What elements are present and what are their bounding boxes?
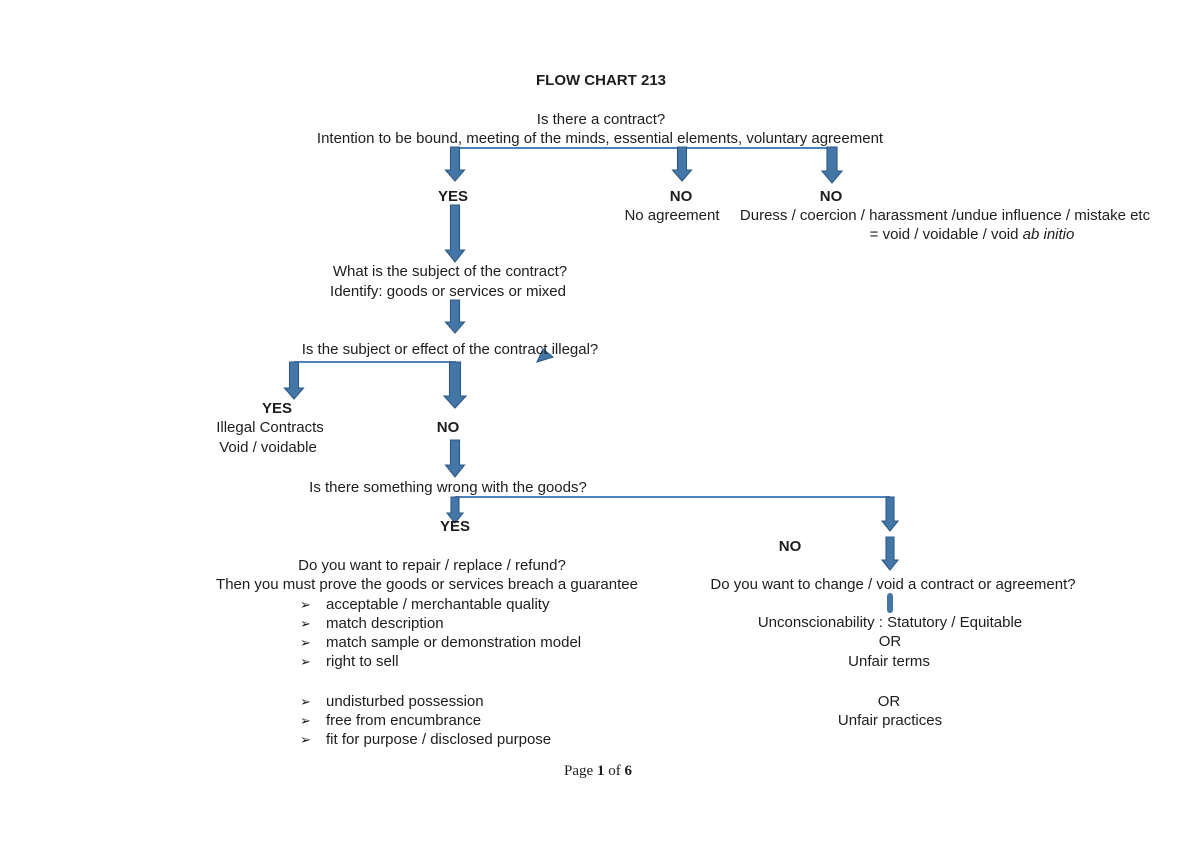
- text-illegal-contracts: Illegal Contracts: [216, 419, 324, 436]
- page-title: FLOW CHART 213: [535, 72, 667, 89]
- question-goods: Is there something wrong with the goods?: [309, 479, 587, 496]
- bullet-arrow-icon: ➢: [300, 616, 311, 631]
- list-item: ➢ fit for purpose / disclosed purpose: [300, 730, 551, 749]
- text-or-1: OR: [878, 633, 902, 650]
- bullet-text: undisturbed possession: [326, 693, 484, 710]
- list-item: ➢ undisturbed possession: [300, 692, 484, 711]
- bullet-arrow-icon: ➢: [300, 654, 311, 669]
- arrow-down-to-illegal-icon: [444, 299, 466, 334]
- arrow-down-no-duress-icon: [820, 146, 844, 184]
- bullet-arrow-icon: ➢: [300, 732, 311, 747]
- arrow-down-no-illegal-icon: [442, 361, 468, 409]
- arrow-down-no-goods-icon: [880, 496, 900, 532]
- text-no-agreement: No agreement: [624, 207, 720, 224]
- text-ab-initio: ab initio: [1022, 226, 1075, 243]
- bullet-text: match description: [326, 615, 444, 632]
- stray-triangle-icon: [535, 348, 555, 363]
- text-unfair-practices: Unfair practices: [837, 712, 943, 729]
- question-contract-line1: Is there a contract?: [536, 111, 666, 128]
- question-contract-line2: Intention to be bound, meeting of the mi…: [316, 130, 884, 147]
- question-subject-line1: What is the subject of the contract?: [332, 263, 568, 280]
- bullet-arrow-icon: ➢: [300, 694, 311, 709]
- bullet-arrow-icon: ➢: [300, 713, 311, 728]
- label-no-duress: NO: [819, 188, 843, 205]
- footer-word-of: of: [608, 763, 621, 779]
- arrow-down-to-change-icon: [880, 536, 900, 571]
- label-no-goods: NO: [778, 538, 802, 555]
- list-item: ➢ match sample or demonstration model: [300, 633, 581, 652]
- arrow-down-to-subject-icon: [444, 204, 466, 263]
- text-or-2: OR: [877, 693, 901, 710]
- arrow-down-yes-illegal-icon: [283, 361, 305, 400]
- question-illegal: Is the subject or effect of the contract…: [301, 341, 599, 358]
- bullet-text: match sample or demonstration model: [326, 634, 582, 651]
- footer-page-number: 1: [596, 763, 605, 779]
- arrow-down-to-goods-icon: [444, 439, 466, 478]
- text-unconscionability: Unconscionability : Statutory / Equitabl…: [757, 614, 1023, 631]
- list-item: ➢ match description: [300, 614, 444, 633]
- question-subject-line2: Identify: goods or services or mixed: [330, 283, 566, 300]
- arrow-down-no-agreement-icon: [671, 146, 693, 182]
- list-item: ➢ free from encumbrance: [300, 711, 481, 730]
- arrow-down-yes-goods-icon: [445, 496, 465, 524]
- list-item: ➢ acceptable / merchantable quality: [300, 595, 549, 614]
- bullet-arrow-icon: ➢: [300, 597, 311, 612]
- text-prove-guarantee: Then you must prove the goods or service…: [216, 576, 638, 593]
- page-footer: Page 1 of 6: [564, 763, 632, 780]
- question-change: Do you want to change / void a contract …: [710, 576, 1076, 593]
- label-no-agreement: NO: [669, 188, 693, 205]
- text-unfair-terms: Unfair terms: [848, 653, 930, 670]
- footer-total-pages: 6: [624, 763, 632, 779]
- bullet-text: fit for purpose / disclosed purpose: [326, 731, 552, 748]
- label-no-illegal: NO: [436, 419, 460, 436]
- text-void-prefix: = void / voidable / void: [869, 226, 1023, 243]
- question-repair: Do you want to repair / replace / refund…: [298, 557, 566, 574]
- bullet-arrow-icon: ➢: [300, 635, 311, 650]
- footer-word-page: Page: [564, 763, 594, 779]
- label-yes-illegal: YES: [261, 400, 293, 417]
- text-void-voidable: Void / voidable: [219, 439, 317, 456]
- bullet-text: acceptable / merchantable quality: [326, 596, 550, 613]
- label-yes-contract: YES: [437, 188, 469, 205]
- bullet-text: right to sell: [326, 653, 399, 670]
- list-item: ➢ right to sell: [300, 652, 399, 671]
- arrow-down-yes-contract-icon: [444, 146, 466, 182]
- bullet-text: free from encumbrance: [326, 712, 482, 729]
- text-duress-detail: Duress / coercion / harassment /undue in…: [739, 207, 1151, 224]
- label-yes-goods: YES: [439, 518, 471, 535]
- text-void-detail: = void / voidable / void ab initio: [870, 225, 1075, 244]
